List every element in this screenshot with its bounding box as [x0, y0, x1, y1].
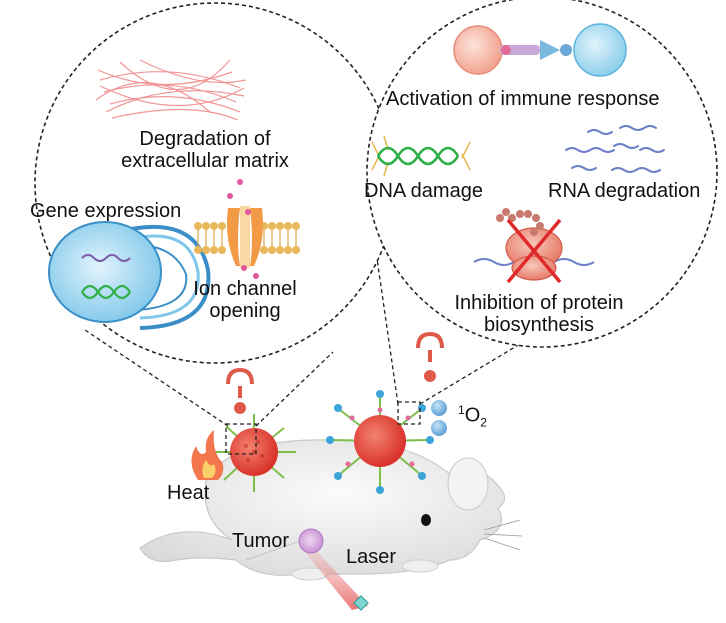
- nanoparticle-icon: [326, 390, 434, 494]
- question-icon: [416, 331, 444, 382]
- heat-label: Heat: [167, 482, 210, 504]
- singlet-oxygen-label: 1O2: [458, 403, 487, 430]
- left-zoom-box: [225, 423, 257, 455]
- thermometer-icon: [226, 367, 254, 414]
- right-zoom-box: [397, 401, 421, 425]
- ribosome-icon: [473, 208, 595, 284]
- protein-label-line1: Inhibition of protein: [454, 292, 624, 314]
- rna-strand-icon: [565, 125, 665, 173]
- ion-channel-icon: [194, 179, 300, 279]
- laser-beam: [300, 546, 369, 611]
- dna-damage-icon: [371, 135, 471, 177]
- right-zoom-circle: [366, 0, 718, 348]
- ecm-label-line2: extracellular matrix: [121, 150, 289, 173]
- singlet-oxygen-subscript: 2: [480, 415, 487, 430]
- tumor-icon: [298, 528, 324, 554]
- cell-nucleus-icon: [48, 221, 211, 330]
- singlet-oxygen-symbol: O: [464, 404, 481, 427]
- protein-biosynthesis-label: Inhibition of protein biosynthesis: [434, 292, 644, 337]
- rna-degradation-label: RNA degradation: [548, 180, 701, 202]
- ecm-label-line1: Degradation of: [139, 128, 271, 150]
- immune-response-label: Activation of immune response: [386, 88, 660, 110]
- flame-icon: [191, 430, 224, 480]
- ion-channel-label: Ion channel opening: [180, 278, 310, 323]
- dna-helix-icon: [81, 284, 131, 300]
- tumor-label: Tumor: [232, 530, 290, 552]
- gene-expression-label: Gene expression: [30, 200, 182, 222]
- immune-cells-icon: [453, 23, 627, 77]
- dna-damage-label: DNA damage: [364, 180, 483, 202]
- protein-label-line2: biosynthesis: [483, 314, 595, 337]
- nanoparticle-icon: [212, 414, 296, 492]
- laser-label: Laser: [346, 546, 397, 568]
- ecm-label: Degradation of extracellular matrix: [85, 128, 325, 173]
- extracellular-matrix-icon: [95, 59, 247, 121]
- ion-channel-label-line2: opening: [209, 300, 281, 323]
- singlet-oxygen-superscript: 1: [458, 403, 465, 417]
- ion-channel-label-line1: Ion channel: [193, 278, 297, 300]
- oxygen-molecule-icon: [431, 400, 447, 436]
